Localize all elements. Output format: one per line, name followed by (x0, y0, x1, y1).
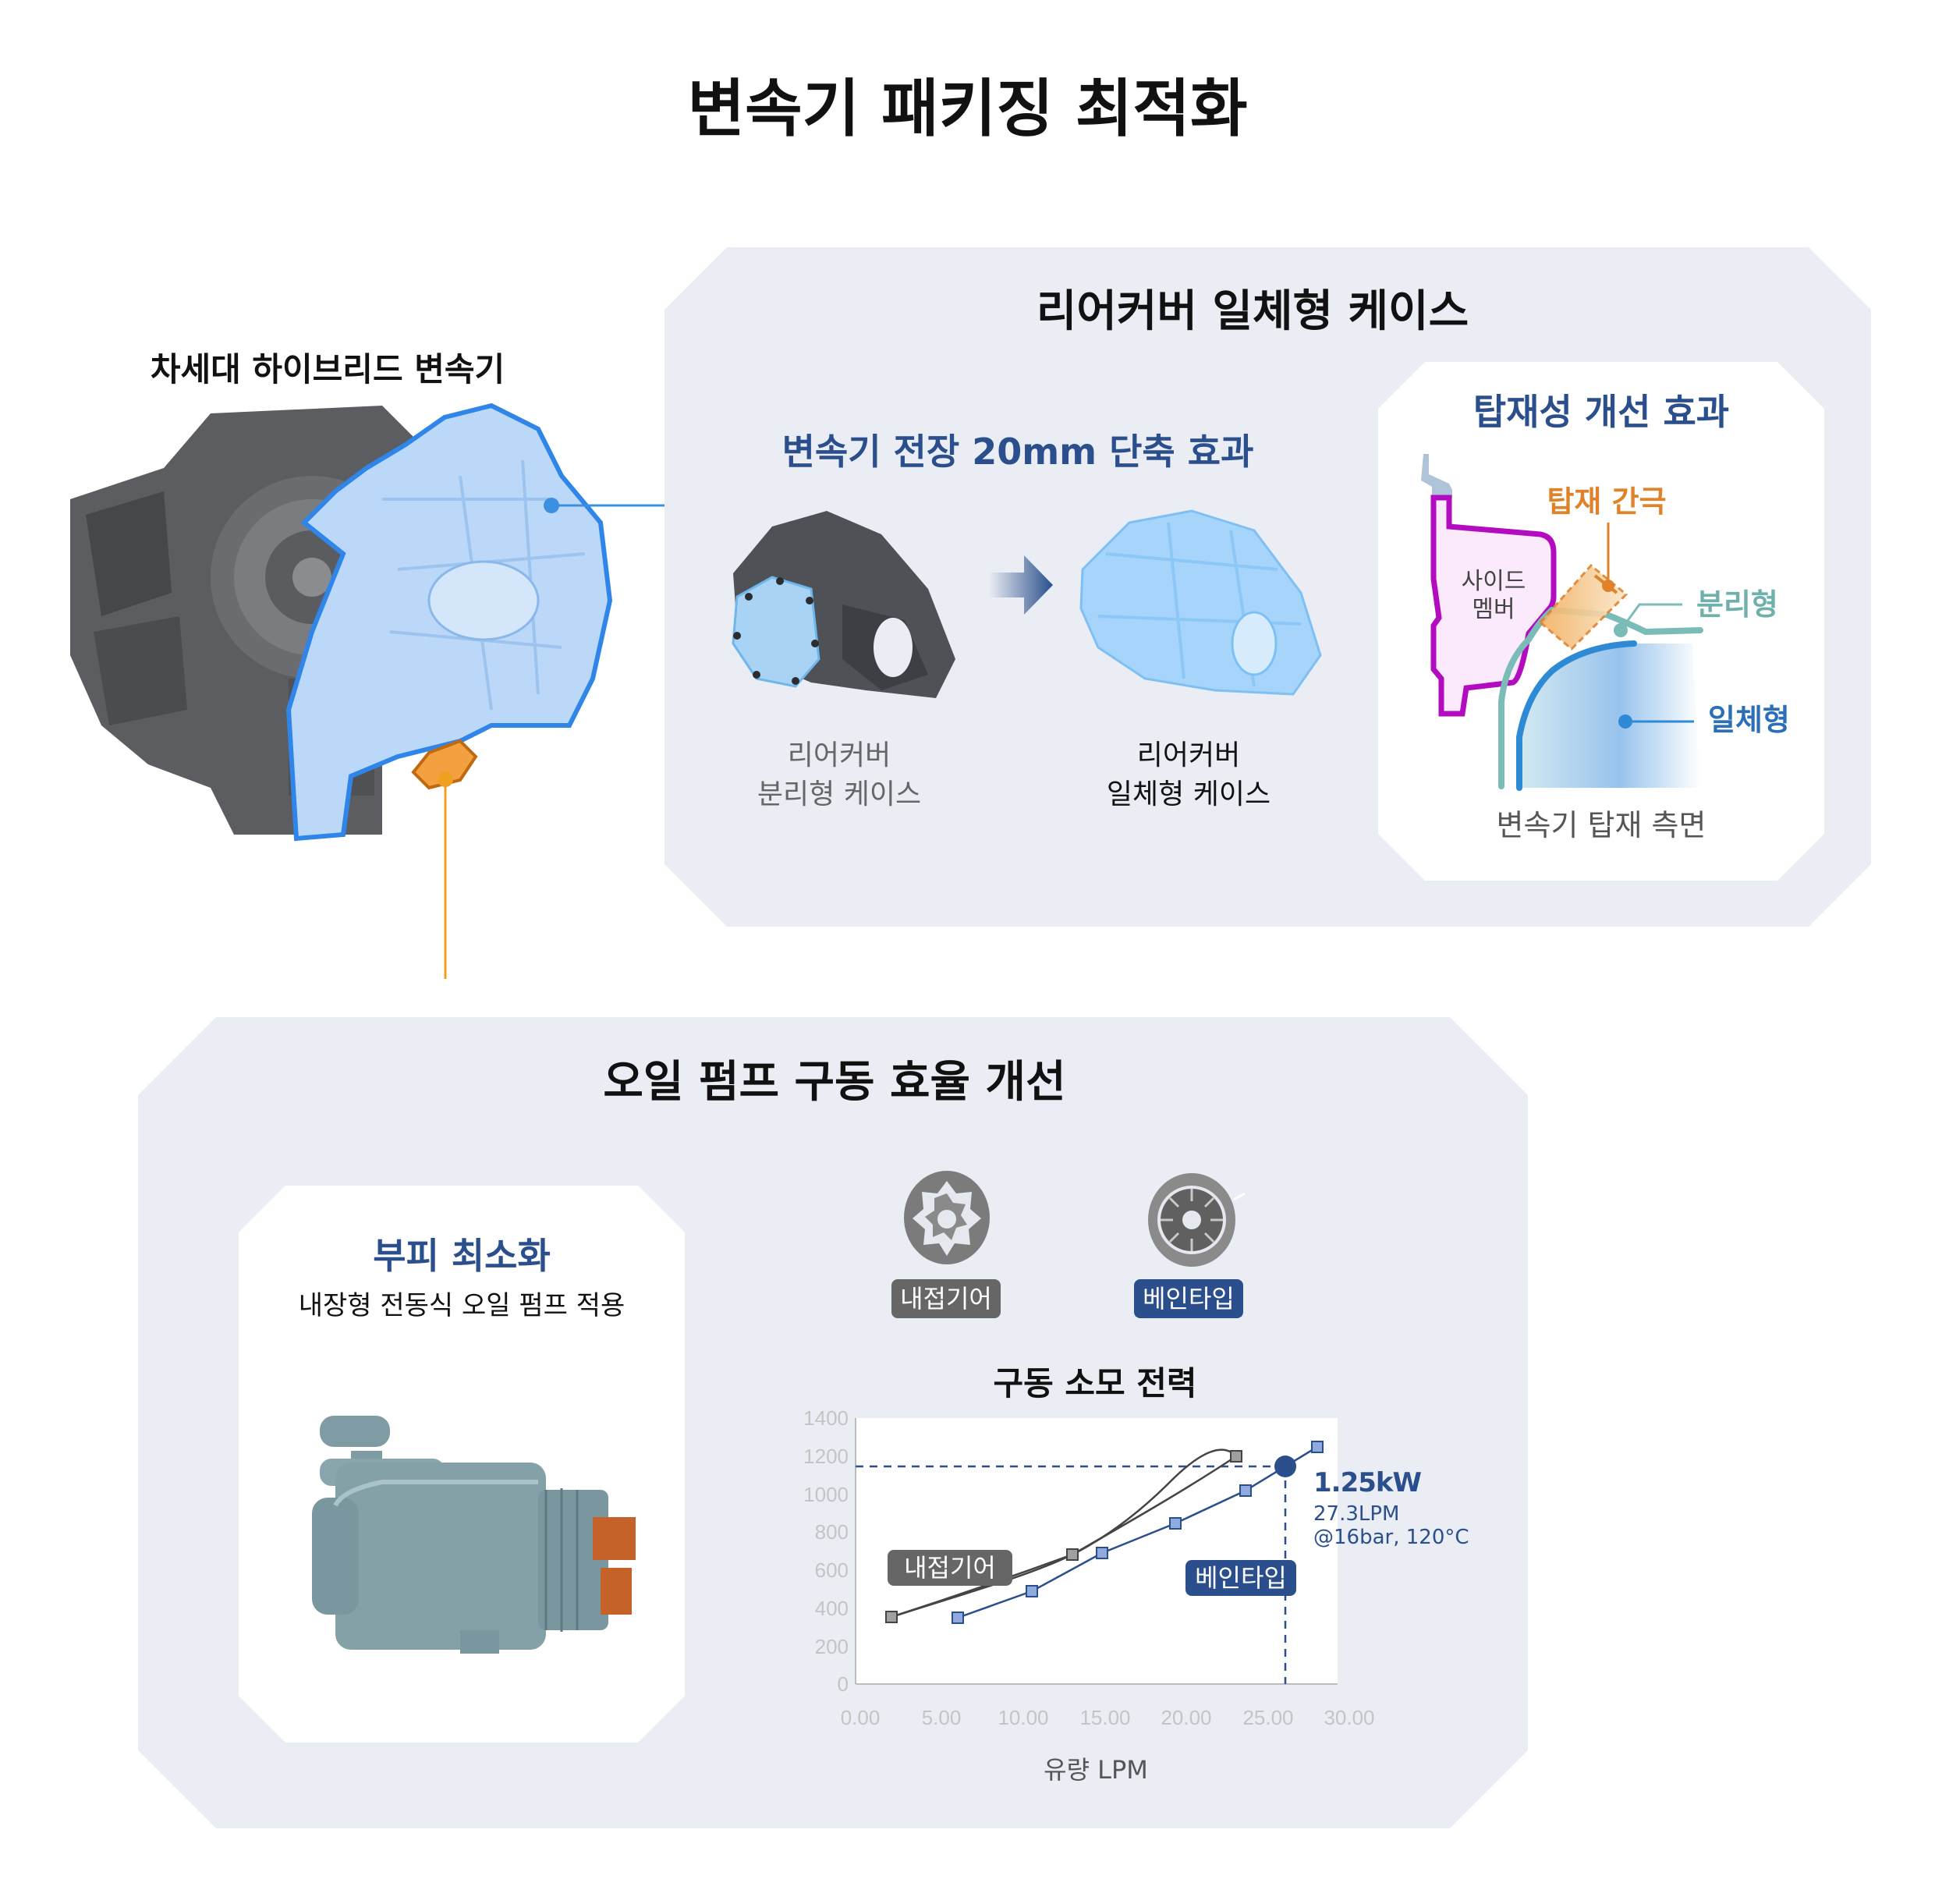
separated-caption-line2: 분리형 케이스 (757, 778, 922, 810)
x-axis-label: 유량 LPM (1044, 1755, 1148, 1785)
svg-text:30.00: 30.00 (1324, 1706, 1374, 1729)
annotation-condition: @16bar, 120°C (1313, 1526, 1469, 1549)
svg-text:400: 400 (815, 1597, 849, 1620)
gap-label: 탑재 간극 (1547, 484, 1667, 519)
volume-card-title: 부피 최소화 (373, 1235, 551, 1277)
svg-text:25.00: 25.00 (1242, 1706, 1293, 1729)
mounting-card-title: 탑재성 개선 효과 (1473, 391, 1730, 433)
mounting-diagram-caption: 변속기 탑재 측면 (1496, 808, 1706, 842)
pump-type-badge-vane: 베인타입 (1134, 1279, 1243, 1318)
svg-text:600: 600 (815, 1558, 849, 1582)
svg-text:1200: 1200 (803, 1445, 849, 1468)
oil-pump-title: 오일 펌프 구동 효율 개선 (603, 1057, 1066, 1108)
series-label-vane: 베인타입 (1185, 1560, 1296, 1596)
hybrid-transmission-image (70, 402, 613, 842)
page-title: 변속기 패키징 최적화 (687, 73, 1248, 145)
separated-type-label: 분리형 (1696, 587, 1778, 622)
svg-text:20.00: 20.00 (1161, 1706, 1211, 1729)
annotation-value: 1.25kW (1313, 1467, 1422, 1498)
separated-case-caption: 리어커버 분리형 케이스 (722, 736, 956, 814)
annotation-flow: 27.3LPM (1313, 1502, 1400, 1526)
svg-text:10.00: 10.00 (998, 1706, 1048, 1729)
callout-rear-cover (544, 498, 667, 513)
pump-type-badge-internal-gear: 내접기어 (891, 1279, 1001, 1318)
length-effect-title: 변속기 전장 20mm 단축 효과 (781, 431, 1254, 473)
arrow-right-icon (989, 555, 1053, 615)
series-label-internal-gear: 내접기어 (888, 1550, 1012, 1586)
vane-pump-icon (1148, 1173, 1246, 1267)
mounting-side-diagram (1421, 454, 1703, 791)
electric-oil-pump-image (312, 1416, 636, 1654)
callout-oil-pump (438, 771, 453, 979)
rear-cover-title: 리어커버 일체형 케이스 (1036, 286, 1469, 337)
svg-text:800: 800 (815, 1520, 849, 1544)
svg-text:0: 0 (838, 1672, 849, 1696)
side-member-line2: 멤버 (1472, 596, 1515, 623)
svg-text:1000: 1000 (803, 1483, 849, 1506)
svg-text:1400: 1400 (803, 1406, 849, 1430)
svg-text:0.00: 0.00 (841, 1706, 881, 1729)
integrated-case-caption: 리어커버 일체형 케이스 (1072, 736, 1306, 814)
volume-card-subtitle: 내장형 전동식 오일 펌프 적용 (298, 1290, 626, 1321)
separated-caption-line1: 리어커버 (787, 739, 891, 771)
integrated-case-image (1079, 509, 1322, 696)
integrated-caption-line1: 리어커버 (1136, 739, 1241, 771)
side-member-label: 사이드 멤버 (1435, 568, 1552, 624)
side-member-line1: 사이드 (1461, 568, 1526, 595)
chart-title: 구동 소모 전력 (993, 1364, 1197, 1402)
svg-text:15.00: 15.00 (1079, 1706, 1130, 1729)
separated-case-image (732, 511, 955, 698)
svg-text:200: 200 (815, 1635, 849, 1658)
integrated-type-label: 일체형 (1708, 703, 1790, 737)
internal-gear-icon (904, 1171, 990, 1264)
svg-text:5.00: 5.00 (922, 1706, 962, 1729)
hero-title: 차세대 하이브리드 변속기 (150, 350, 505, 388)
integrated-caption-line2: 일체형 케이스 (1106, 778, 1271, 810)
